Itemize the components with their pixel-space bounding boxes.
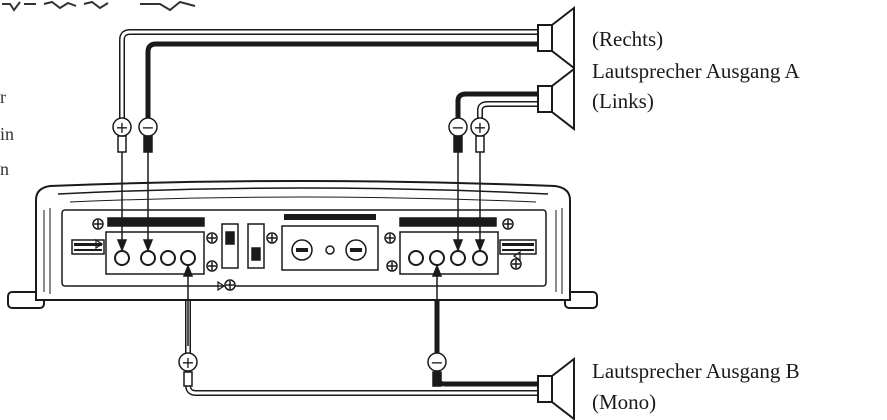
wire-tips bbox=[117, 135, 485, 387]
edge-text-1: r bbox=[0, 87, 6, 107]
label-mono: (Mono) bbox=[592, 390, 656, 414]
power-led bbox=[325, 245, 335, 255]
polarity-mono-plus: + bbox=[178, 352, 198, 372]
panel-screws bbox=[92, 218, 522, 291]
speaker-left bbox=[537, 66, 575, 132]
terminal-right-2 bbox=[429, 250, 445, 266]
polarity-right-plus: + bbox=[112, 117, 132, 137]
terminal-screws-left bbox=[114, 250, 196, 266]
terminal-left-3 bbox=[160, 250, 176, 266]
switch-right bbox=[247, 223, 265, 269]
svg-text:+: + bbox=[473, 118, 486, 137]
center-controls bbox=[221, 214, 379, 271]
svg-text:+: + bbox=[115, 118, 128, 137]
label-right: (Rechts) bbox=[592, 27, 663, 51]
wire-right-speaker bbox=[119, 29, 540, 125]
cropped-logo-fragment bbox=[2, 0, 196, 12]
svg-text:−: − bbox=[430, 353, 443, 372]
edge-text-3: n bbox=[0, 159, 9, 179]
label-output-a: Lautsprecher Ausgang A bbox=[592, 59, 800, 83]
wire-left-speaker bbox=[455, 91, 540, 125]
terminal-right-3 bbox=[450, 250, 466, 266]
label-left: (Links) bbox=[592, 89, 654, 113]
svg-text:−: − bbox=[451, 118, 464, 137]
connection-arrows bbox=[116, 152, 486, 346]
svg-text:+: + bbox=[181, 353, 194, 372]
terminal-left-1 bbox=[114, 250, 130, 266]
polarity-mono-minus: − bbox=[427, 352, 447, 372]
speaker-mono bbox=[537, 356, 575, 420]
terminal-left-2 bbox=[140, 250, 156, 266]
polarity-markers: + − − + + − bbox=[112, 117, 490, 372]
speaker-right bbox=[537, 5, 575, 71]
wire-mono-speaker bbox=[185, 300, 540, 396]
switch-left bbox=[221, 223, 239, 269]
edge-text-2: in bbox=[0, 124, 14, 144]
terminal-right-4 bbox=[472, 250, 488, 266]
panel-markers bbox=[95, 238, 521, 292]
terminal-left-4 bbox=[180, 250, 196, 266]
polarity-right-minus: − bbox=[138, 117, 158, 137]
polarity-left-minus: − bbox=[448, 117, 468, 137]
cropped-left-text: r in n bbox=[0, 87, 14, 179]
polarity-left-plus: + bbox=[470, 117, 490, 137]
label-output-b: Lautsprecher Ausgang B bbox=[592, 359, 800, 383]
terminal-screws-right bbox=[408, 250, 488, 266]
terminal-right-1 bbox=[408, 250, 424, 266]
svg-text:−: − bbox=[141, 118, 154, 137]
